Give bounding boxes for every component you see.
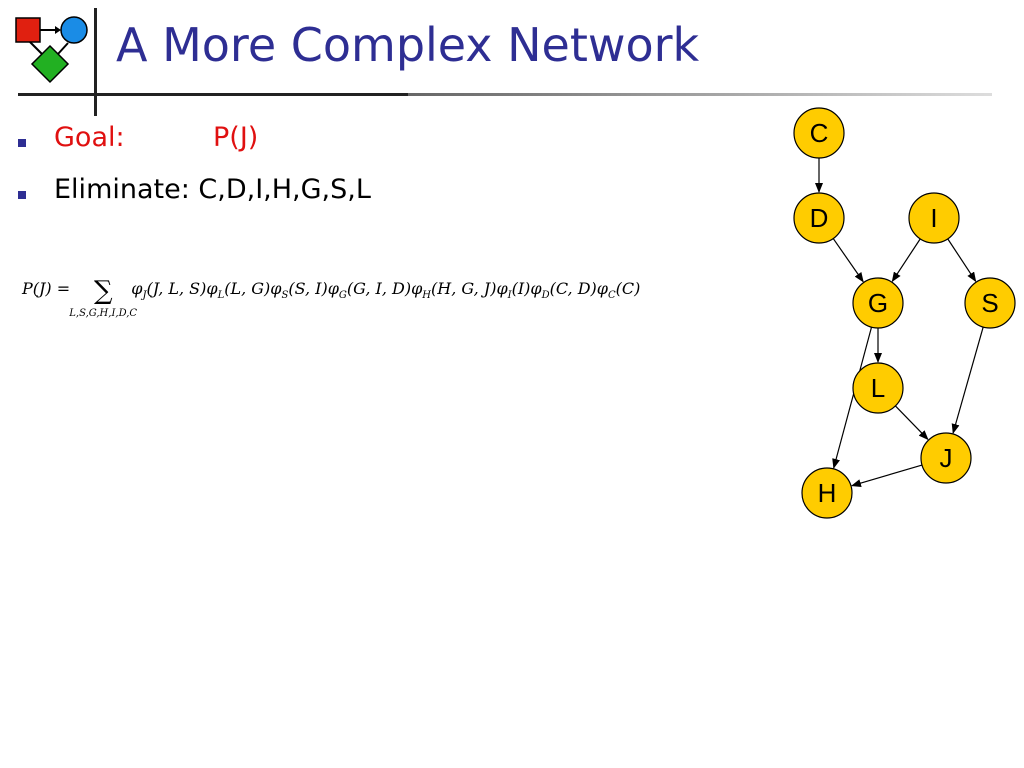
node-c: C (793, 107, 845, 159)
formula-lhs: P(J) = (22, 279, 76, 298)
logo-icon (15, 16, 88, 84)
factor-subscript: G (338, 290, 347, 302)
phi-symbol: φ (327, 279, 339, 298)
title-rule-fade (408, 93, 992, 96)
edge-i-to-g (891, 238, 921, 283)
goal-label: Goal: (54, 122, 125, 153)
bullet-marker (18, 139, 26, 147)
edge-j-to-h (850, 464, 923, 487)
edge-g-to-h (832, 326, 873, 469)
factor-j: φJ(J, L, S) (131, 279, 207, 302)
factor-l: φL(L, G) (206, 279, 271, 302)
edge-d-to-g (832, 238, 864, 283)
edge-s-to-j (951, 326, 984, 434)
slide-title: A More Complex Network (116, 18, 700, 72)
formula-factors: φJ(J, L, S)φL(L, G)φS(S, I)φG(G, I, D)φH… (131, 279, 641, 302)
node-circle (852, 362, 904, 414)
factor-args: (L, G) (224, 279, 271, 298)
factor-args: (C) (615, 279, 641, 298)
edges (815, 158, 984, 487)
factor-args: (C, D) (549, 279, 597, 298)
phi-symbol: φ (596, 279, 608, 298)
bayes-network-diagram: C D I G S L J H (793, 107, 1016, 519)
factor-s: φS(S, I) (270, 279, 328, 302)
factor-g: φG(G, I, D) (327, 279, 412, 302)
factor-args: (S, I) (288, 279, 328, 298)
factor-args: (G, I, D) (346, 279, 412, 298)
node-circle (793, 192, 845, 244)
factor-args: (I) (511, 279, 531, 298)
phi-symbol: φ (206, 279, 218, 298)
phi-symbol: φ (131, 279, 143, 298)
factor-d: φD(C, D) (530, 279, 597, 302)
goal-value: P(J) (213, 122, 259, 153)
node-circle (964, 277, 1016, 329)
node-j: J (920, 432, 972, 484)
node-i: I (908, 192, 960, 244)
node-circle (793, 107, 845, 159)
factor-h: φH(H, G, J) (411, 279, 497, 302)
sum-sign: ∑ (93, 276, 113, 306)
node-d: D (793, 192, 845, 244)
phi-symbol: φ (411, 279, 423, 298)
node-circle (801, 467, 853, 519)
node-label: J (940, 443, 953, 473)
node-label: S (981, 288, 998, 318)
factor-subscript: J (142, 290, 147, 302)
factor-subscript: C (608, 290, 616, 302)
factor-subscript: I (507, 290, 512, 302)
factor-args: (H, G, J) (431, 279, 497, 298)
node-label: H (818, 478, 837, 508)
node-label: G (868, 288, 888, 318)
title-vertical-bar (94, 8, 97, 116)
phi-symbol: φ (496, 279, 508, 298)
node-s: S (964, 277, 1016, 329)
node-label: L (871, 373, 885, 403)
nodes: C D I G S L J H (793, 107, 1016, 519)
node-label: I (930, 203, 937, 233)
node-g: G (852, 277, 904, 329)
phi-symbol: φ (270, 279, 282, 298)
node-circle (908, 192, 960, 244)
node-label: C (810, 118, 829, 148)
factor-args: (J, L, S) (146, 279, 207, 298)
factor-i: φI(I) (496, 279, 531, 302)
factor-subscript: D (541, 290, 550, 302)
edge-l-to-j (894, 405, 929, 441)
title-rule (18, 93, 408, 96)
factor-subscript: H (422, 290, 432, 302)
edge-i-to-s (947, 238, 977, 283)
factor-subscript: S (281, 290, 289, 302)
factor-c: φC(C) (596, 279, 641, 302)
node-circle (920, 432, 972, 484)
node-h: H (801, 467, 853, 519)
bullet-marker (18, 191, 26, 199)
summation: ∑ L,S,G,H,I,D,C (69, 278, 137, 319)
factor-subscript: L (217, 290, 225, 302)
eliminate-text: Eliminate: C,D,I,H,G,S,L (54, 174, 371, 205)
node-l: L (852, 362, 904, 414)
phi-symbol: φ (530, 279, 542, 298)
node-label: D (810, 203, 829, 233)
sum-subscript: L,S,G,H,I,D,C (69, 308, 138, 319)
node-circle (852, 277, 904, 329)
